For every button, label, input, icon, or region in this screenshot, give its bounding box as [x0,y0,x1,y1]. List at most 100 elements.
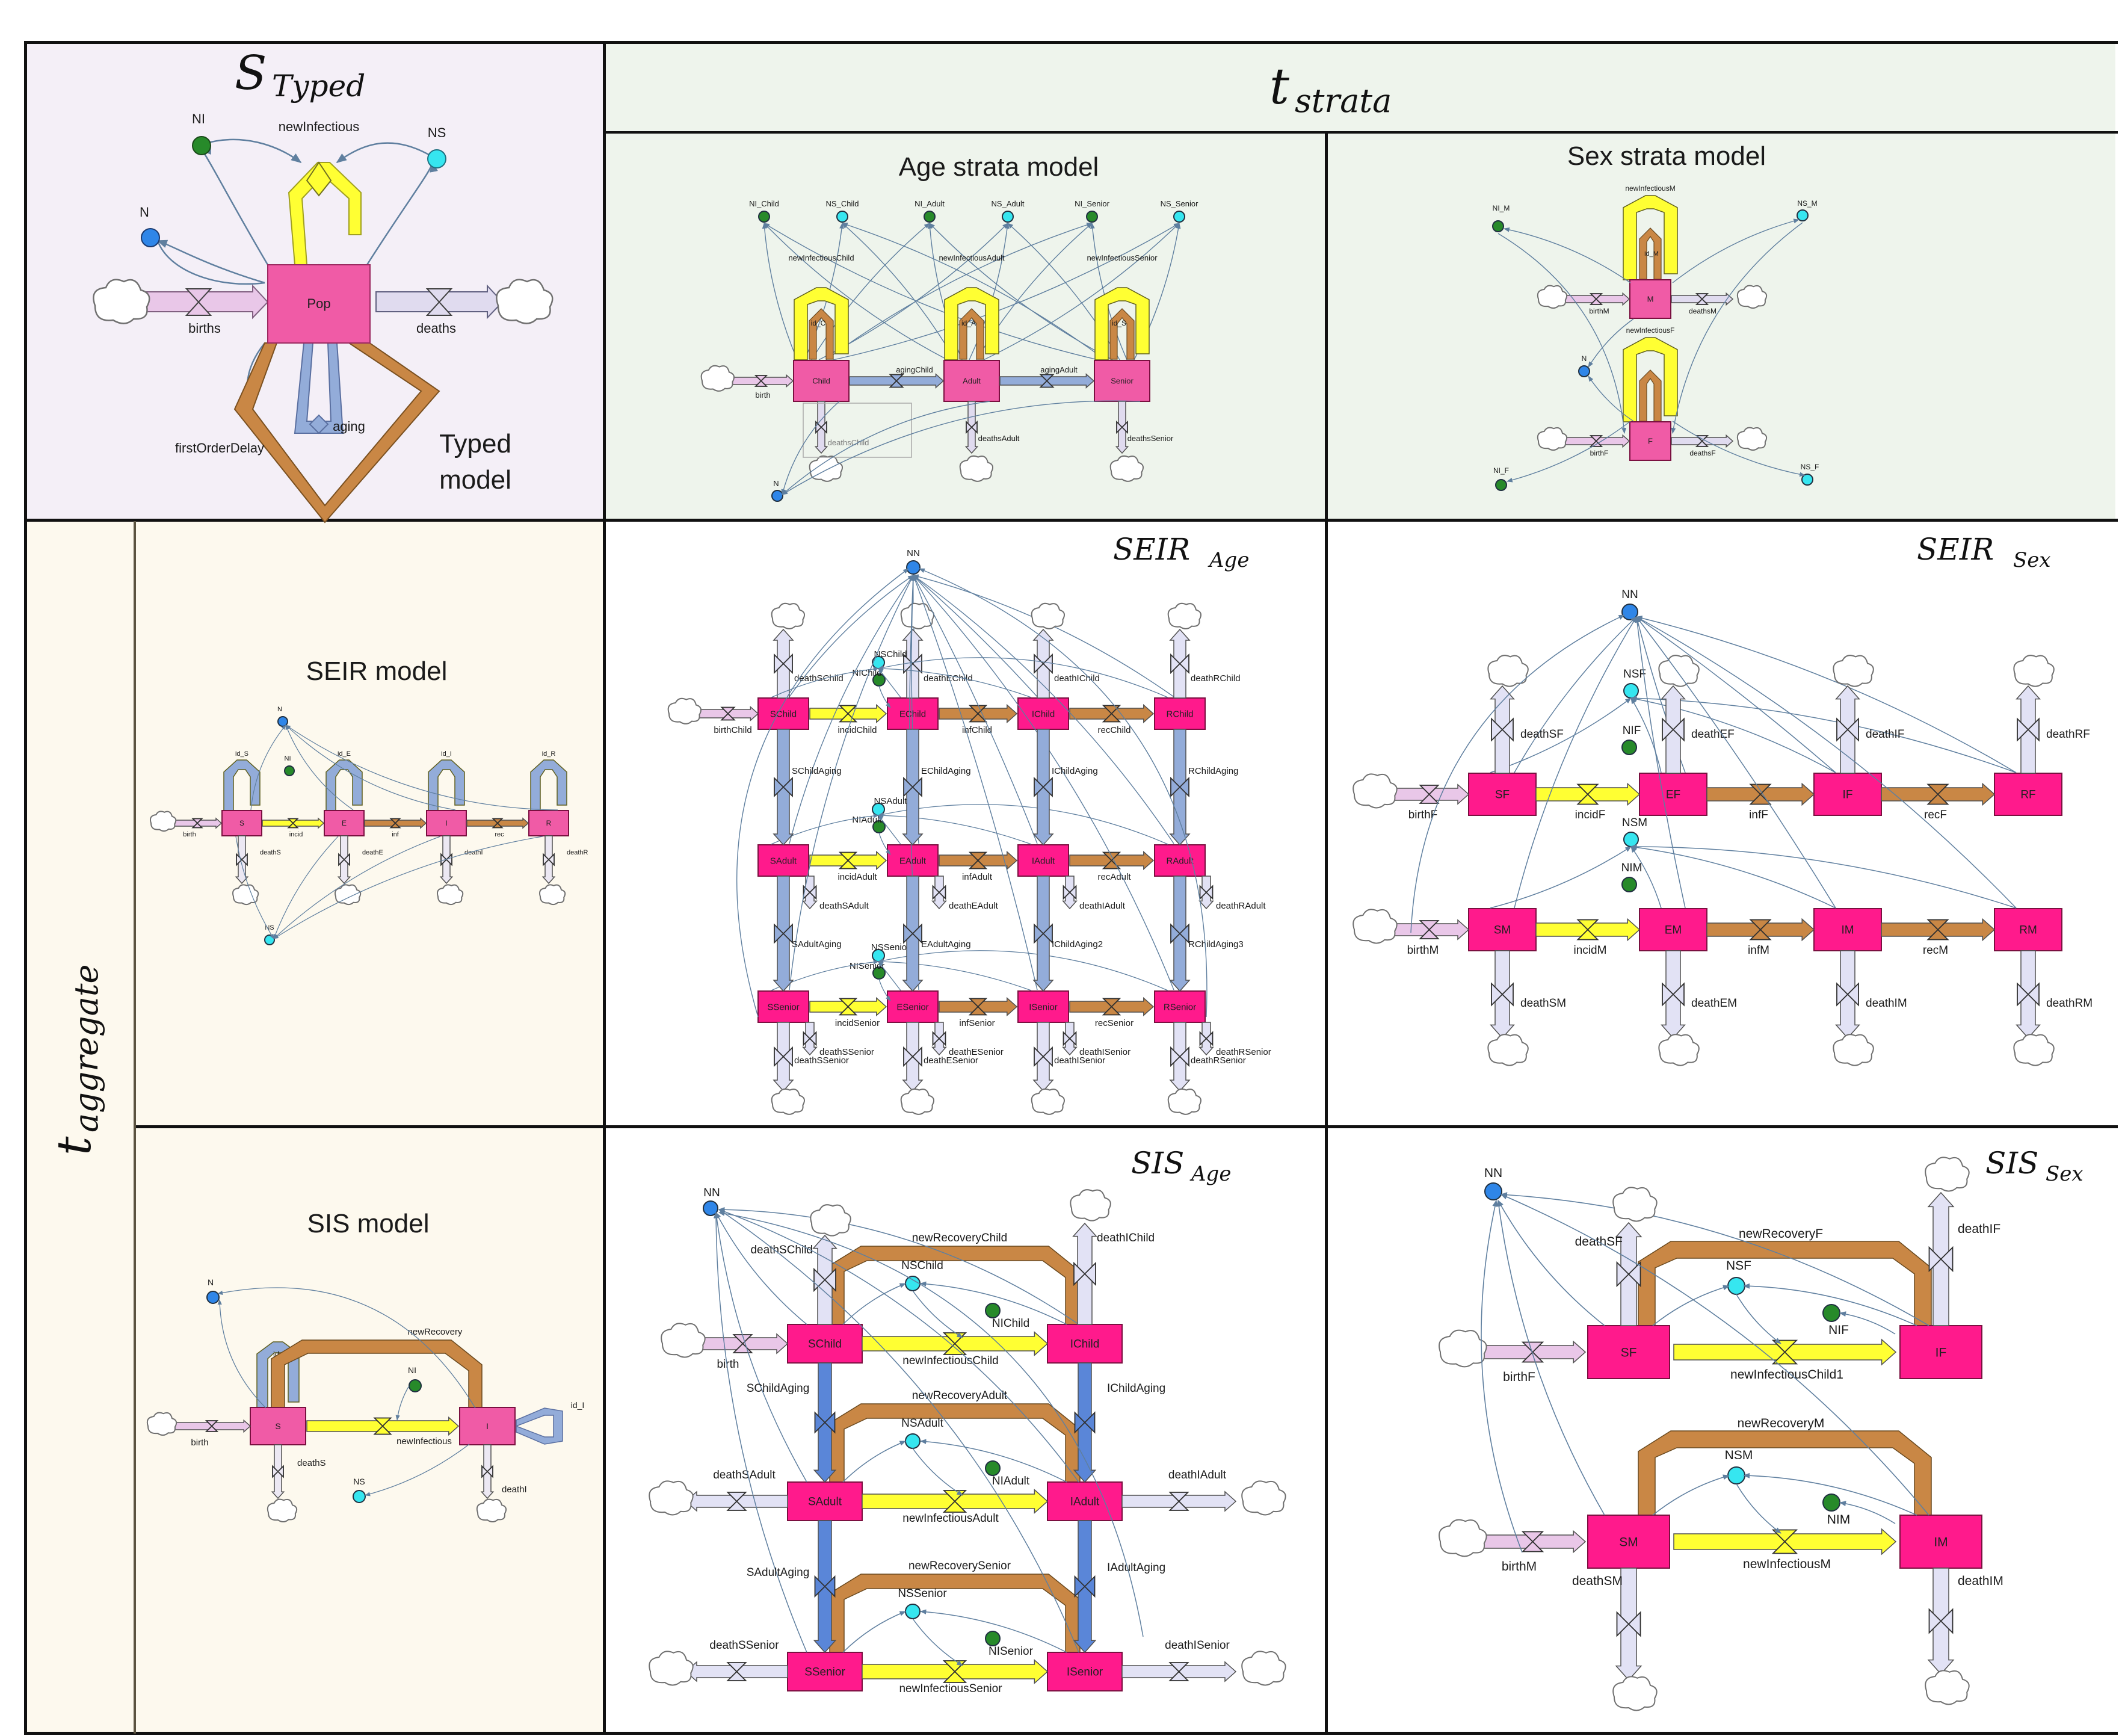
seir-age-incid-flow-2-valve [838,998,858,1016]
seir-label-death-s: deathS [260,849,281,856]
sis-age-death-s-cloud-1 [649,1480,694,1516]
sex-newinf-loop-f [1623,337,1678,422]
seir-sex-stock-rf-label: RF [2020,789,2035,802]
seir-age-death-flow-echild-valve [903,653,922,675]
seir-sex-ns-link [1630,696,2017,773]
age-var-ni_senior [1086,211,1098,223]
sis-age-aging-s1-valve [814,1411,836,1434]
age-label-death-senior: deathsSenior [1127,434,1174,443]
sex-label-newinf-f: newInfectiousF [1626,326,1675,335]
seir-age-stock-esenior-label: ESenior [896,1002,928,1012]
sex-death-cloud-f [1736,427,1768,451]
sis-age-stock-isenior-label: ISenior [1067,1666,1103,1679]
sex-var-n [1578,365,1590,377]
typed-caption-line1: Typed [439,429,511,459]
sis-age-stock-ssenior-label: SSenior [804,1666,845,1679]
seir-age-death-flow-radult-valve [1199,885,1214,900]
sis-sex-label-death-s-1: deathSM [1572,1574,1623,1588]
typed-label-aging: aging [333,419,365,434]
seir-age-label-inf-1: infAdult [962,872,993,882]
sis-death-s-cloud [267,1498,298,1522]
sis-age-arc [718,1211,1144,1637]
sis-sex-infectious-flow-0-valve [1771,1339,1798,1365]
sex-link [1672,218,1800,283]
sis-label-ns: NS [353,1477,365,1486]
age-var-ns_senior [1173,211,1185,223]
age-link [762,223,798,360]
seir-age-label-nn: NN [907,548,920,558]
sis-age-label-nn: NN [703,1187,720,1199]
grid-col1 [603,41,606,1735]
sis-age-label-aging-2: SAdultAging [747,1566,810,1579]
seir-age-label-death-down-isenior: deathISenior [1054,1055,1105,1066]
sex-stock-m-label: M [1647,295,1654,304]
seir-age-aging1-3-valve [1170,776,1189,798]
seir-age-label-death-eadult: deathEAdult [949,901,999,911]
seir-age-stock-sadult-label: SAdult [770,856,797,866]
age-newinf-loop-child [794,287,849,360]
seir-age-ni-link [878,978,891,1001]
sis-age-ns-link [842,1441,906,1483]
seir-age-death-cloud-ichild [1031,602,1066,629]
seir-age-stock-esenior [887,990,939,1023]
age-aging-child-flow-valve [889,374,904,388]
age-aging-adult-flow-valve [1039,374,1055,388]
sis-sex-ns-link [1742,1283,1917,1326]
sis-age-aging-i2-valve [1074,1575,1096,1598]
seir-age-death-flow-isenior-valve [1063,1031,1077,1046]
age-var-ns_adult [1002,211,1014,223]
s-typed-sub: Typed [272,69,365,103]
seir-age-death-flow-ssenior-valve [803,1031,817,1046]
seir-age-label-birth: birthChild [714,725,751,735]
sis-age-var-ns-2 [905,1604,921,1619]
age-n-link [782,401,990,495]
sis-sex-death-s-cloud-1 [1612,1676,1658,1711]
sex-label-ni-f: NI_F [1493,466,1509,475]
seir-age-label-ns-2: NSSenior [871,942,910,953]
seir-sex-stock-sf-label: SF [1495,789,1510,802]
sis-label-death-s: deathS [297,1458,326,1468]
sis-age-recovery-flow-1 [829,1403,1081,1484]
sis-sex-death-i-flow-1-valve [1928,1608,1954,1634]
sis-age-nn-link [715,1212,807,1325]
sis-sex-title: SIS Sex [1985,1146,2084,1186]
sex-stock-f-label: F [1648,437,1653,446]
sis-sex-ns-link [1742,1472,1917,1516]
sis-age-death-s-flow-0-valve [813,1267,836,1293]
grid-left [24,41,27,1735]
sis-sex-stock-sm-label: SM [1619,1535,1638,1549]
seir-age-death-down-esenior-valve [903,1046,922,1067]
seir-sex-var-nn [1621,604,1638,620]
age-delay-loop-child [809,308,834,360]
sex-death-flow-m-valve [1695,293,1709,305]
seir-sex-stock-if-label: IF [1843,789,1853,802]
age-label-id-adult: id_A [961,319,976,327]
typed-stock-pop [267,264,371,344]
age-strata-title: Age strata model [899,152,1099,182]
sis-model-title: SIS model [307,1209,430,1238]
typed-label-ni: NI [192,111,205,126]
seir-age-label-death-rchild: deathRChild [1191,673,1241,684]
sis-age-title: SIS Age [1131,1146,1231,1186]
sis-age-ni-link [912,1448,963,1496]
sis-sex-var-ni-1 [1822,1494,1840,1512]
sis-age-death-i-flow-0-valve [1073,1261,1096,1287]
sex-label-birth-f: birthF [1590,449,1609,457]
seir-sex-ns-link [1490,846,1632,909]
seir-age-label-death-ssenior: deathSSenior [819,1047,874,1057]
sis-age-stock-schild [787,1324,863,1364]
sis-age-stock-ichild-label: IChild [1070,1338,1100,1351]
seir-age-label-death-echild: deathEChild [924,673,973,684]
sis-age-recovery-flow-0 [829,1246,1081,1326]
t-aggregate-header: t aggregate [48,964,105,1155]
sis-sex-ni-link [1839,1311,1896,1335]
seir-incid-flow-valve [287,818,299,829]
sis-age-label-infectious-2: newInfectiousSenior [899,1682,1002,1695]
sis-age-death-i-flow-1-valve [1168,1492,1189,1511]
seir-sex-death-flow-em-valve [1662,982,1685,1007]
seir-sex-label-death-sf: deathSF [1520,728,1564,741]
age-label-death-adult: deathsAdult [978,434,1020,443]
age-link [811,223,930,360]
sis-label-new-recovery: newRecovery [408,1327,463,1337]
seir-sex-var-ni-1 [1621,877,1637,892]
